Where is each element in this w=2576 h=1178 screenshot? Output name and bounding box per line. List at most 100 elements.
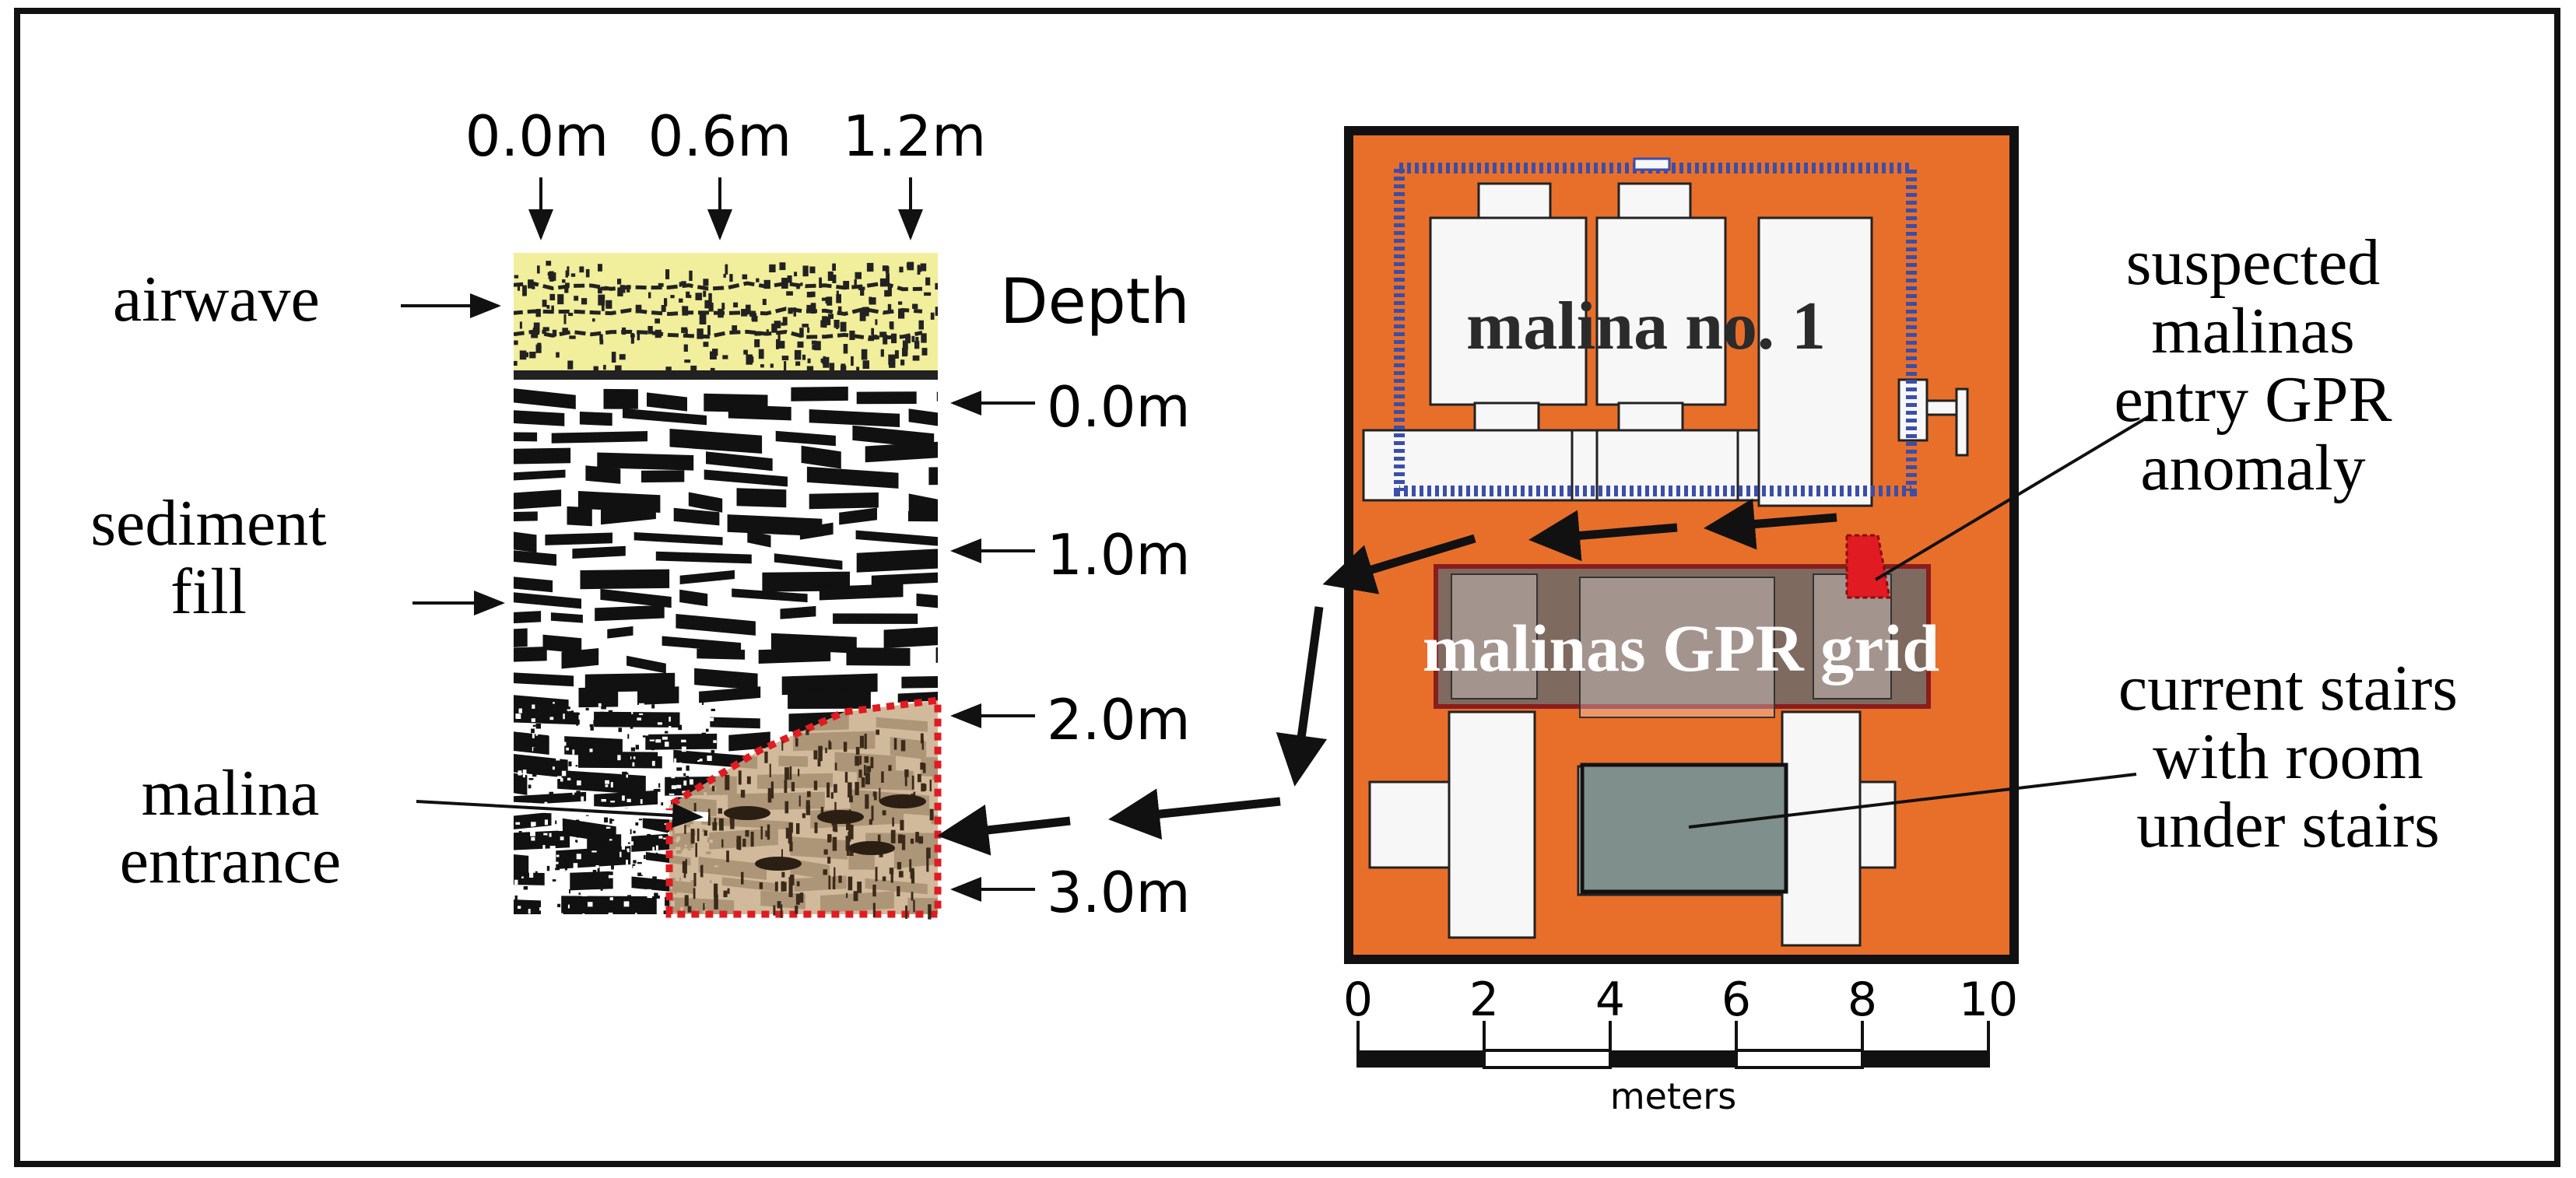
noise-speck bbox=[606, 714, 609, 718]
entrance-speck bbox=[859, 735, 864, 749]
scale-unit-label: meters bbox=[1610, 1075, 1736, 1117]
noise-speck bbox=[600, 711, 604, 717]
noise-speck bbox=[546, 865, 550, 871]
noise-speck bbox=[555, 820, 557, 825]
airwave-speck bbox=[542, 300, 547, 307]
noise-speck bbox=[658, 803, 661, 806]
entrance-speck bbox=[834, 867, 836, 882]
noise-speck bbox=[558, 826, 563, 831]
airwave-band-line bbox=[514, 281, 923, 292]
noise-speck bbox=[556, 854, 560, 857]
reflection-dash bbox=[799, 522, 834, 540]
noise-speck bbox=[691, 788, 695, 791]
airwave-speck bbox=[914, 341, 920, 349]
airwave-speck bbox=[665, 269, 670, 279]
airwave-speck bbox=[930, 312, 935, 320]
noise-speck bbox=[518, 906, 521, 909]
entrance-speck bbox=[774, 882, 778, 892]
anomaly-label-line-2: malinas bbox=[2151, 295, 2354, 367]
entrance-speck bbox=[725, 775, 730, 791]
noise-speck bbox=[674, 758, 677, 763]
noise-speck bbox=[637, 777, 639, 780]
reflection-dash bbox=[595, 605, 665, 622]
airwave-speck bbox=[562, 279, 566, 283]
entrance-speck bbox=[853, 891, 858, 902]
room-block bbox=[1368, 780, 1451, 869]
flow-arrow-1 bbox=[1704, 498, 1837, 550]
entrance-speck bbox=[789, 766, 792, 780]
reflection-dash bbox=[580, 569, 670, 590]
side-fixture bbox=[1955, 387, 1969, 457]
noise-speck bbox=[646, 774, 648, 780]
airwave-speck bbox=[912, 303, 918, 309]
airwave-speck bbox=[723, 274, 726, 278]
reflection-dash bbox=[774, 553, 843, 570]
noise-speck bbox=[556, 704, 559, 706]
reflection-dash bbox=[801, 445, 841, 469]
noise-speck bbox=[572, 749, 575, 755]
entrance-speck bbox=[813, 780, 818, 791]
airwave-speck bbox=[563, 314, 567, 324]
entrance-speck bbox=[741, 871, 744, 885]
entrance-speck bbox=[905, 905, 907, 919]
scale-segment bbox=[1735, 1049, 1864, 1069]
entrance-speck bbox=[855, 782, 859, 796]
airwave-speck bbox=[806, 292, 813, 298]
noise-speck bbox=[658, 783, 661, 788]
noise-speck bbox=[623, 738, 627, 741]
airwave-speck bbox=[807, 358, 811, 363]
entrance-speck bbox=[828, 742, 832, 750]
noise-speck bbox=[617, 755, 621, 761]
noise-speck bbox=[576, 854, 581, 860]
entrance-speck bbox=[789, 841, 793, 852]
airwave-speck bbox=[925, 277, 931, 286]
noise-speck bbox=[554, 861, 559, 864]
noise-speck bbox=[671, 775, 676, 779]
airwave-speck bbox=[522, 285, 527, 296]
noise-speck bbox=[654, 892, 658, 898]
airwave-speck bbox=[781, 356, 789, 361]
reflection-dash bbox=[561, 648, 599, 669]
airwave-speck bbox=[599, 334, 603, 342]
noise-speck bbox=[664, 823, 667, 826]
noise-speck bbox=[669, 726, 672, 731]
entrance-speck bbox=[850, 848, 854, 856]
malina-arrow bbox=[416, 800, 704, 829]
noise-speck bbox=[542, 835, 546, 839]
entrance-speck bbox=[738, 842, 742, 850]
reflection-dash bbox=[579, 412, 612, 426]
noise-speck bbox=[655, 739, 662, 743]
depth-scale: Depth 0.0m 1.0m 2.0m 3.0m bbox=[950, 265, 1191, 925]
noise-speck bbox=[582, 913, 585, 914]
airwave-speck bbox=[703, 290, 707, 297]
noise-speck bbox=[549, 731, 552, 737]
entrance-speck bbox=[858, 770, 862, 778]
noise-speck bbox=[548, 902, 553, 906]
entrance-speck bbox=[738, 770, 742, 785]
entrance-speck bbox=[904, 776, 907, 787]
scale-label-2: 2 bbox=[1469, 973, 1499, 1027]
airwave-speck bbox=[781, 322, 785, 326]
entrance-speck bbox=[909, 859, 912, 872]
entrance-speck bbox=[785, 827, 790, 839]
airwave-speck bbox=[552, 329, 557, 337]
noise-speck bbox=[632, 762, 635, 766]
airwave-speck bbox=[782, 317, 788, 326]
noise-speck bbox=[567, 777, 571, 781]
airwave-speck bbox=[794, 349, 802, 360]
airwave-speck bbox=[880, 349, 884, 357]
airwave-speck bbox=[699, 314, 707, 324]
entrance-speck bbox=[773, 905, 776, 916]
airwave-speck bbox=[710, 351, 717, 359]
room-block bbox=[1473, 401, 1540, 433]
noise-speck bbox=[578, 714, 581, 720]
noise-speck bbox=[528, 778, 534, 780]
top-tick-label-2: 1.2m bbox=[843, 103, 987, 169]
noise-speck bbox=[620, 911, 625, 914]
noise-speck bbox=[546, 906, 550, 909]
noise-speck bbox=[639, 703, 644, 706]
noise-speck bbox=[608, 710, 613, 716]
reflection-dash bbox=[655, 551, 752, 564]
noise-speck bbox=[703, 722, 707, 725]
noise-speck bbox=[564, 867, 567, 872]
